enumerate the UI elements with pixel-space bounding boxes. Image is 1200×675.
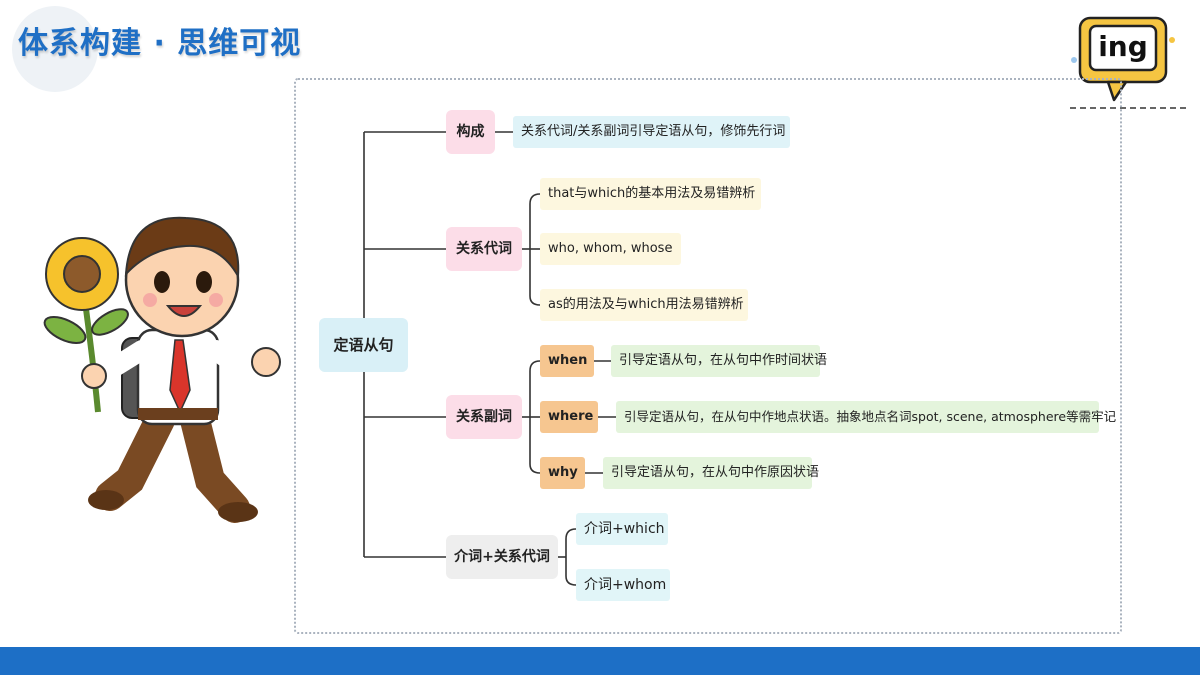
page-title: 体系构建 · 思维可视: [18, 26, 302, 61]
branch-relative-adverbs: 关系副词: [446, 395, 522, 439]
speech-bubble-icon: [1070, 16, 1186, 109]
badge-text: ing: [1098, 30, 1148, 63]
branch-relative-pronouns: 关系代词: [446, 227, 522, 271]
adverb-word-why: why: [540, 457, 585, 489]
branch-prep-pronoun: 介词+关系代词: [446, 535, 558, 579]
student-illustration: [10, 190, 336, 532]
sunflower-icon: [45, 237, 119, 311]
prep-item: 介词+whom: [576, 569, 670, 601]
adverb-word-where: where: [540, 401, 598, 433]
adverb-desc-why: 引导定语从句，在从句中作原因状语: [603, 457, 819, 489]
ing-badge: ing: [1068, 10, 1188, 116]
pronoun-item: as的用法及与which用法易错辨析: [540, 289, 748, 321]
adverb-desc-when: 引导定语从句，在从句中作时间状语: [611, 345, 827, 377]
composition-desc: 关系代词/关系副词引导定语从句，修饰先行词: [513, 116, 790, 148]
root-node: 定语从句: [319, 318, 408, 372]
adverb-desc-where: 引导定语从句，在从句中作地点状语。抽象地点名词spot, scene, atmo…: [616, 401, 1116, 433]
prep-item: 介词+which: [576, 513, 668, 545]
footer-bar: [0, 647, 1200, 675]
pronoun-item: that与which的基本用法及易错辨析: [540, 178, 761, 210]
pronoun-item: who, whom, whose: [540, 233, 681, 265]
decorative-circle: [12, 6, 98, 92]
branch-composition: 构成: [446, 110, 495, 154]
adverb-word-when: when: [540, 345, 594, 377]
mindmap-frame: [294, 78, 1122, 634]
